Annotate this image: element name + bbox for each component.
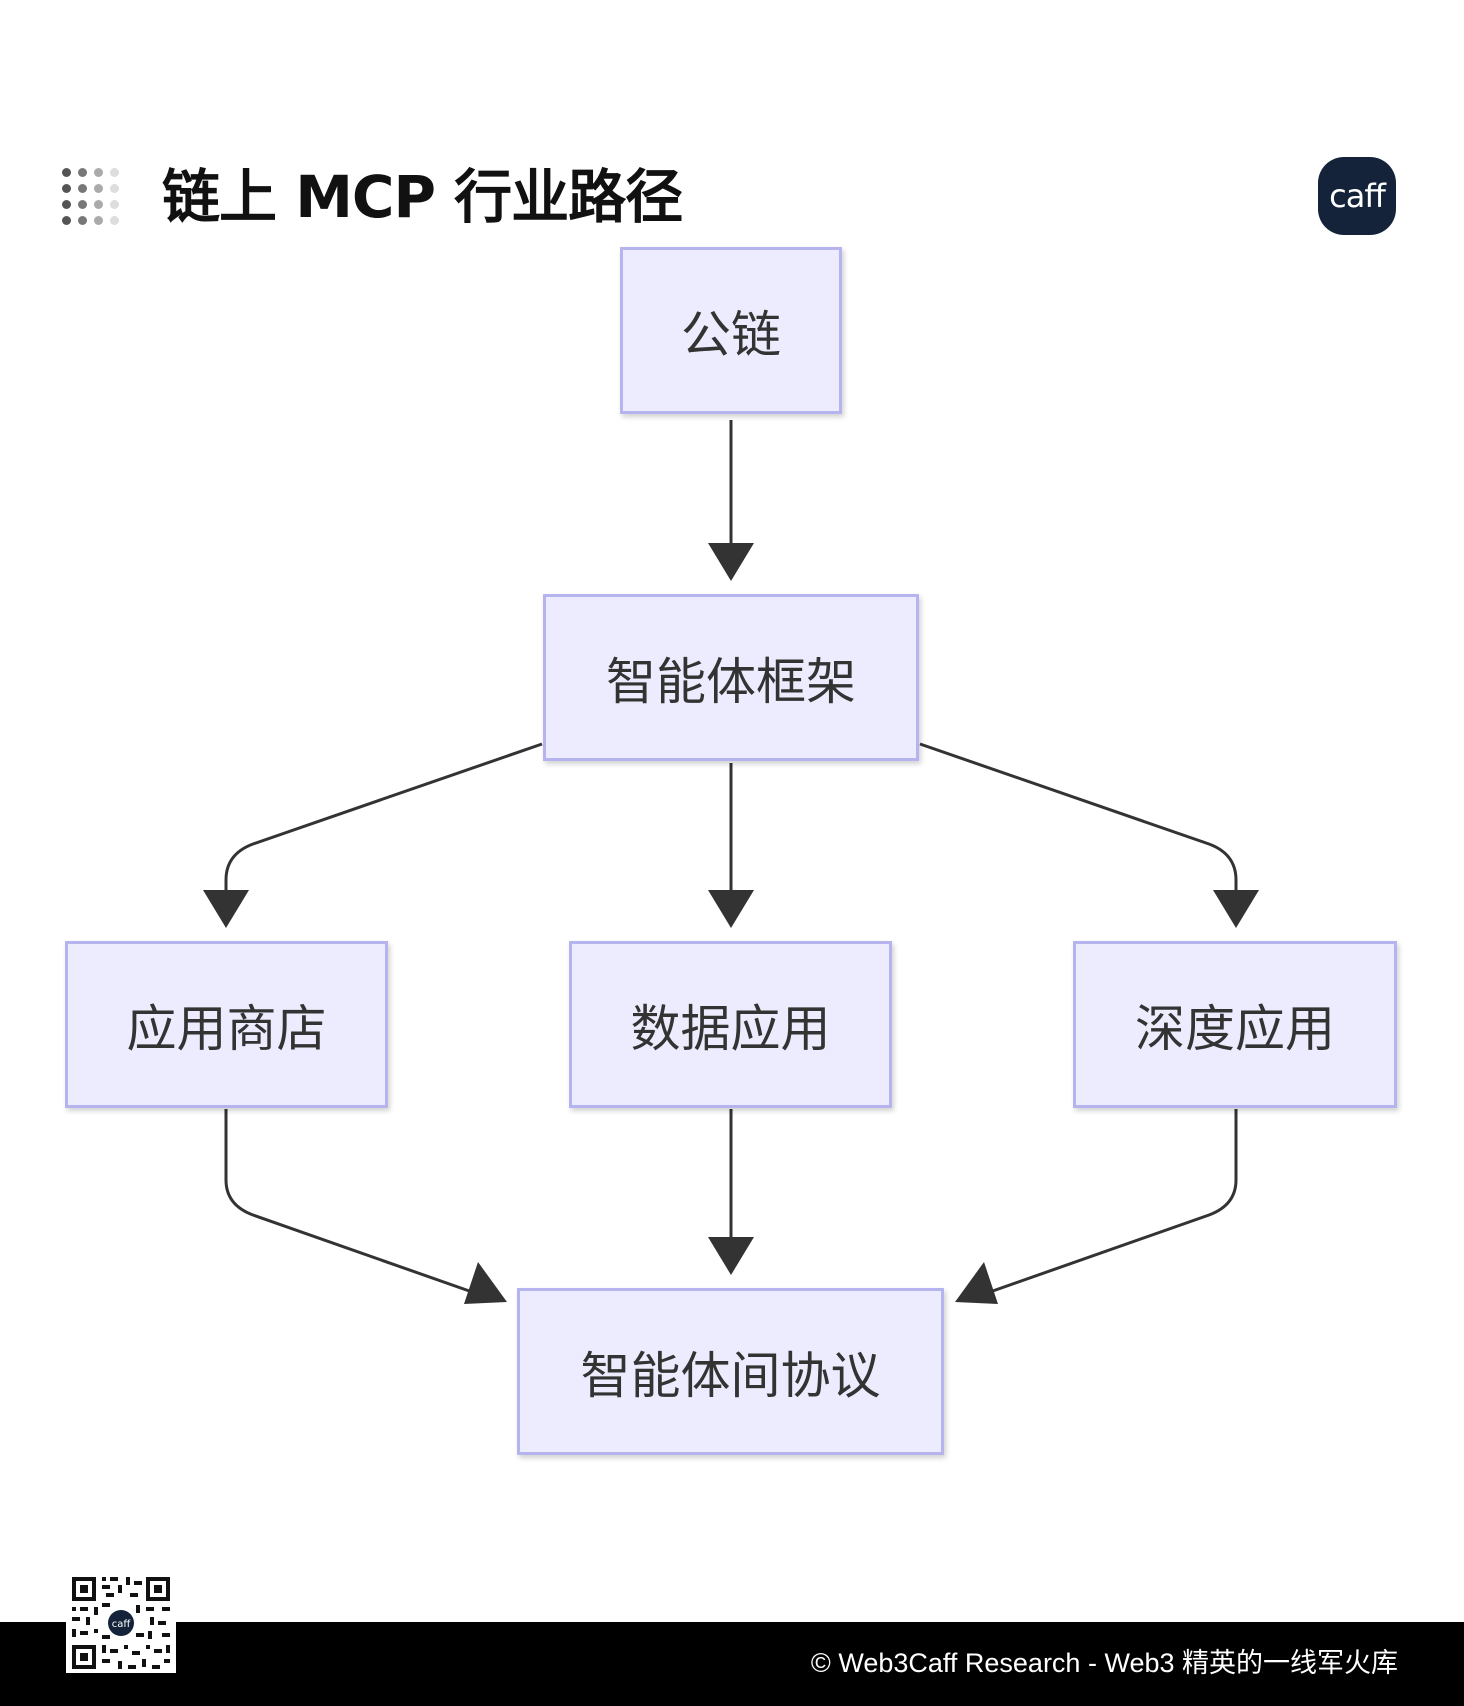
node-data-app: 数据应用 xyxy=(569,941,892,1108)
arrowhead-data-app xyxy=(708,890,754,928)
footer-bar xyxy=(0,1622,1464,1706)
caff-logo-icon: caff xyxy=(1318,157,1396,235)
node-agent-protocol: 智能体间协议 xyxy=(517,1288,944,1455)
qr-code-icon: caff xyxy=(66,1573,176,1673)
node-public-chain: 公链 xyxy=(620,247,842,414)
decorative-dots-icon xyxy=(62,168,132,228)
arrowhead-agent-framework xyxy=(708,543,754,581)
arrowhead-app-store xyxy=(203,890,249,928)
edge-agent-framework-to-deep-app xyxy=(919,742,1238,890)
node-agent-framework: 智能体框架 xyxy=(543,594,919,761)
page-title: 链上 MCP 行业路径 xyxy=(162,163,683,231)
arrowhead-from-data-app xyxy=(708,1237,754,1275)
copyright-text: © Web3Caff Research - Web3 精英的一线军火库 xyxy=(810,1648,1398,1678)
node-app-store: 应用商店 xyxy=(65,941,388,1108)
arrowhead-from-app-store xyxy=(464,1262,507,1304)
edge-agent-framework-to-app-store xyxy=(224,742,543,890)
arrowhead-from-deep-app xyxy=(955,1262,998,1304)
node-deep-app: 深度应用 xyxy=(1073,941,1397,1108)
edge-deep-app-to-agent-protocol xyxy=(986,1109,1238,1295)
qr-logo-text: caff xyxy=(112,1619,132,1630)
arrowhead-deep-app xyxy=(1213,890,1259,928)
edge-app-store-to-agent-protocol xyxy=(224,1109,476,1295)
